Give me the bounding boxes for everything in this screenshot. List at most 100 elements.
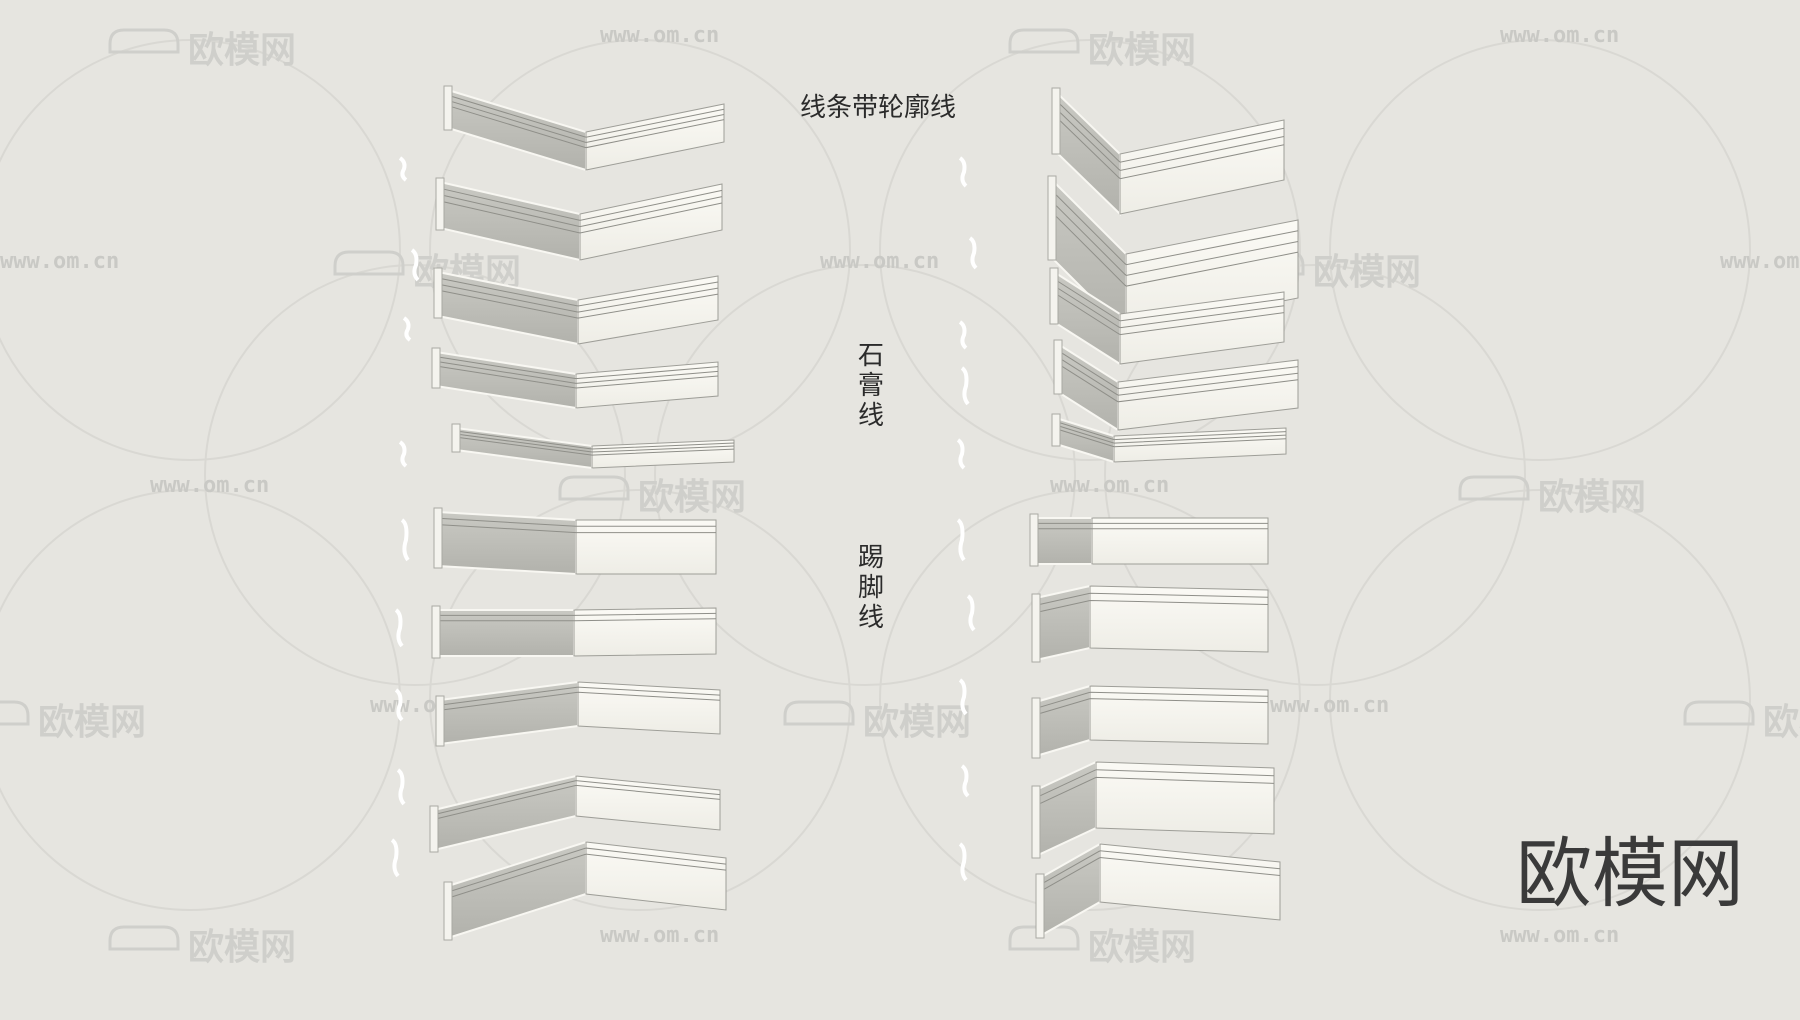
watermark-logo: 欧模网 bbox=[1008, 28, 1196, 71]
watermark-sofa-icon bbox=[0, 700, 30, 726]
plaster-moulding-right-4 bbox=[1053, 339, 1299, 432]
moulding-end-cap bbox=[435, 177, 445, 231]
watermark-logo-text: 欧模网 bbox=[188, 927, 296, 968]
moulding-end-cap bbox=[1047, 175, 1057, 261]
skirting-line-label-char-1: 踢 bbox=[858, 543, 884, 573]
watermark-layer: 欧模网欧模网欧模网欧模网欧模网欧模网欧模网欧模网欧模网欧模网欧模网www.om.… bbox=[0, 23, 1800, 968]
plaster-line-label-char-3: 线 bbox=[858, 401, 884, 431]
moulding-end-cap bbox=[443, 85, 453, 131]
moulding-end-cap bbox=[435, 695, 445, 747]
plaster-moulding-right-1 bbox=[1051, 87, 1285, 217]
moulding-profile-section bbox=[394, 688, 404, 722]
watermark-sofa-icon bbox=[108, 28, 180, 54]
skirting-right-4 bbox=[1031, 760, 1275, 859]
moulding-profile-groove bbox=[436, 612, 717, 616]
watermark-url: www.om.cn bbox=[1050, 473, 1169, 498]
moulding-profile-section bbox=[390, 838, 400, 878]
moulding-profile-groove bbox=[447, 99, 725, 143]
moulding-right-wing bbox=[585, 103, 725, 171]
watermark-sofa-icon bbox=[1008, 925, 1080, 951]
moulding-profile-groove bbox=[455, 436, 735, 456]
watermark-circle bbox=[0, 489, 401, 911]
watermark-url: www.om.cn bbox=[1500, 23, 1619, 48]
moulding-profile-section bbox=[960, 366, 970, 406]
moulding-profile-groove bbox=[1053, 285, 1285, 329]
watermark-logo: 欧模网 bbox=[0, 700, 146, 743]
watermark-logo: 欧模网 bbox=[1683, 700, 1800, 743]
watermark-logo-text: 欧模网 bbox=[1763, 702, 1800, 743]
moulding-right-wing bbox=[1119, 119, 1285, 215]
plaster-line-label-char-1: 石 bbox=[858, 341, 884, 371]
moulding-profile-groove bbox=[435, 356, 719, 380]
watermark-url: www.om.cn bbox=[1720, 249, 1800, 274]
moulding-right-wing bbox=[1099, 843, 1281, 921]
watermark-url: www.om.cn bbox=[600, 23, 719, 48]
watermark-logo-text: 欧模网 bbox=[188, 30, 296, 71]
moulding-profile-groove bbox=[437, 517, 716, 527]
watermark-sofa-icon bbox=[1683, 700, 1755, 726]
watermark-sofa-icon bbox=[783, 700, 855, 726]
moulding-profile-section bbox=[958, 156, 968, 188]
moulding-right-wing bbox=[1113, 427, 1287, 463]
moulding-end-cap bbox=[431, 347, 441, 389]
moulding-profile-groove bbox=[437, 283, 719, 313]
moulding-profile-groove bbox=[447, 853, 727, 899]
moulding-profile-section bbox=[960, 764, 970, 798]
moulding-profile-groove bbox=[433, 784, 721, 820]
moulding-right-wing bbox=[575, 361, 719, 409]
skirting-right-2 bbox=[1031, 584, 1269, 663]
skirting-line-label-char-2: 脚 bbox=[858, 573, 884, 603]
watermark-url: www.om.cn bbox=[600, 923, 719, 948]
watermark-logo: 欧模网 bbox=[558, 475, 746, 518]
brand-logo-text: 欧模网 bbox=[1516, 829, 1744, 918]
moulding-right-wing bbox=[1095, 761, 1275, 835]
moulding-profile-groove bbox=[435, 365, 719, 389]
skirting-right-1 bbox=[1029, 513, 1269, 567]
skirting-right-5 bbox=[1035, 842, 1281, 939]
watermark-logo: 欧模网 bbox=[1008, 925, 1196, 968]
watermark-url: www.om.cn bbox=[0, 249, 119, 274]
watermark-circle bbox=[879, 489, 1301, 911]
plaster-moulding-left-4 bbox=[431, 347, 719, 410]
moulding-collection bbox=[390, 85, 1299, 941]
moulding-profile-groove bbox=[1035, 599, 1269, 613]
skirting-left-4 bbox=[429, 774, 721, 853]
moulding-profile-groove bbox=[435, 360, 719, 384]
watermark-logo: 欧模网 bbox=[108, 925, 296, 968]
moulding-end-cap bbox=[433, 507, 443, 569]
moulding-profile-groove bbox=[1057, 363, 1299, 403]
moulding-end-cap bbox=[431, 605, 441, 659]
moulding-right-wing bbox=[1117, 359, 1299, 431]
moulding-profile-groove bbox=[433, 780, 721, 816]
moulding-profile-groove bbox=[1039, 857, 1281, 892]
moulding-profile-section bbox=[396, 768, 406, 806]
watermark-logo: 欧模网 bbox=[108, 28, 296, 71]
plaster-moulding-left-3 bbox=[433, 267, 719, 346]
moulding-right-wing bbox=[1091, 517, 1269, 565]
moulding-left-wing bbox=[1033, 517, 1093, 565]
moulding-left-wing bbox=[433, 774, 577, 852]
moulding-left-wing bbox=[1035, 760, 1097, 858]
plaster-line-label-char-2: 膏 bbox=[858, 371, 884, 401]
moulding-left-wing bbox=[439, 180, 581, 262]
moulding-right-wing bbox=[1089, 585, 1269, 653]
moulding-profile-groove bbox=[1057, 356, 1299, 396]
watermark-sofa-icon bbox=[558, 475, 630, 501]
skirting-left-1 bbox=[433, 507, 717, 576]
skirting-left-3 bbox=[435, 680, 721, 747]
watermark-url: www.om.cn bbox=[150, 473, 269, 498]
plaster-moulding-right-5 bbox=[1051, 413, 1287, 464]
watermark-url: www.om.cn bbox=[820, 249, 939, 274]
moulding-profile-groove bbox=[447, 847, 727, 893]
watermark-circle bbox=[429, 489, 851, 911]
moulding-end-cap bbox=[1031, 697, 1041, 759]
moulding-profile-section bbox=[958, 320, 968, 350]
moulding-profile-groove bbox=[436, 618, 717, 622]
moulding-right-wing bbox=[577, 681, 721, 735]
moulding-end-cap bbox=[1031, 785, 1041, 859]
moulding-profile-groove bbox=[439, 200, 723, 234]
moulding-profile-groove bbox=[1055, 421, 1287, 441]
moulding-end-cap bbox=[451, 423, 461, 453]
moulding-end-cap bbox=[1031, 593, 1041, 663]
watermark-circle bbox=[0, 39, 401, 461]
